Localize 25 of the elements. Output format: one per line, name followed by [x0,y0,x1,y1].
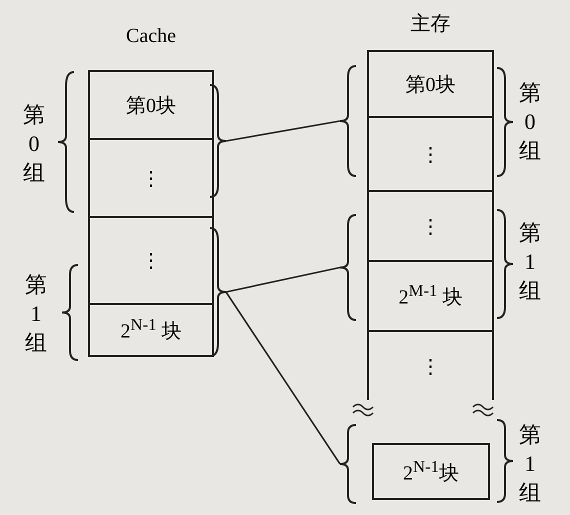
memory-block: 2$^{N-1}$块 [372,443,490,500]
connector-line [226,120,340,142]
connector-line [226,266,340,293]
group-label: 第0组 [22,101,46,187]
block-ellipsis-cell: ⋮ [367,118,494,192]
block-ellipsis-cell: ⋮ [367,332,494,400]
brace [340,66,356,176]
block-ellipsis-cell: ⋮ [88,218,214,305]
group-label: 第0组 [518,79,542,165]
group-label: 第1组 [518,421,542,507]
block-ellipsis-cell: ⋮ [367,192,494,262]
group-label: 第1组 [24,271,48,357]
memory-block: 第0块 [88,70,214,140]
column-heading: 主存 [410,12,452,37]
connector-line [225,292,341,464]
group-label: 第1组 [518,219,542,305]
brace [210,228,226,356]
brace [340,425,356,503]
column-heading: Cache [125,25,177,48]
memory-block: 2$^{N-1}$ 块 [88,305,214,357]
memory-block: 2$^{M-1}$ 块 [367,262,494,332]
block-ellipsis-cell: ⋮ [88,140,214,218]
memory-block: 第0块 [367,50,494,118]
brace [340,215,356,320]
brace [210,85,226,197]
